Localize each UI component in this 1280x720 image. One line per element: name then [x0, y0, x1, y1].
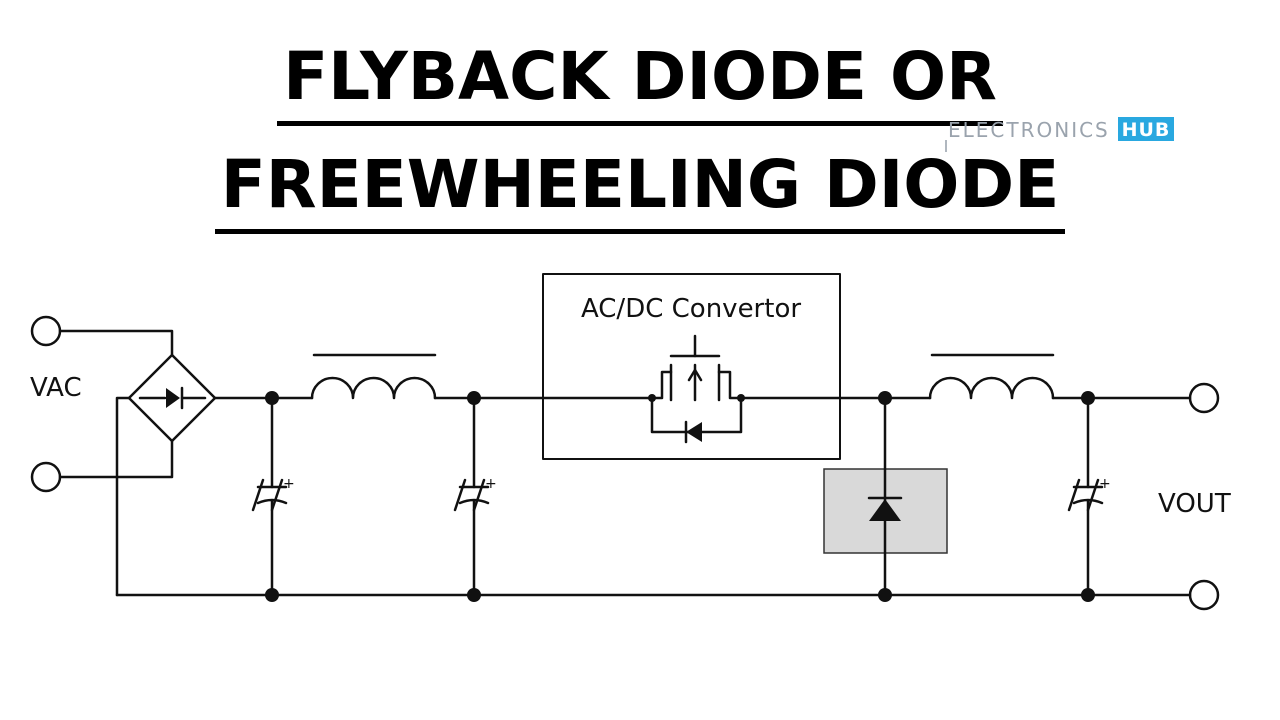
- converter-label: AC/DC Convertor: [581, 294, 801, 324]
- cap2-polarity: +: [485, 476, 497, 492]
- cap2-slash-1: [453, 478, 467, 512]
- bridge-diode-icon: [166, 388, 180, 408]
- junction-dot: [467, 391, 481, 405]
- junction-dot: [878, 588, 892, 602]
- freewheeling-diode-icon: [869, 499, 901, 521]
- output-terminal-top: [1188, 382, 1220, 414]
- cap3-polarity: +: [1099, 476, 1111, 492]
- junction-dot: [1081, 391, 1095, 405]
- cap1-polarity: +: [283, 476, 295, 492]
- mosfet-source-lead: [650, 370, 673, 400]
- cap3-slash-2: [1086, 478, 1100, 512]
- logo-badge: [1118, 117, 1174, 141]
- wire-input-bottom: [58, 439, 174, 479]
- page-title-line-1: FLYBACK DIODE OR: [0, 38, 1280, 126]
- electronics-hub-logo: ELECTRONICS HUB: [945, 117, 1174, 152]
- cap1-slash-1: [251, 478, 265, 512]
- input-label: VAC: [30, 373, 82, 403]
- mosfet-drain-lead: [717, 370, 743, 400]
- junction-dot: [737, 394, 745, 402]
- junction-dots: [265, 391, 1095, 602]
- converter-box: [542, 273, 841, 460]
- wire-input-top: [58, 329, 174, 357]
- junction-dot: [265, 588, 279, 602]
- junction-dot: [648, 394, 656, 402]
- title-text-2: FREEWHEELING DIODE: [214, 146, 1066, 234]
- junction-dot: [467, 588, 481, 602]
- output-label: VOUT: [1158, 489, 1231, 519]
- logo-badge-text: HUB: [1122, 119, 1171, 141]
- junction-dot: [1081, 588, 1095, 602]
- title-text-1: FLYBACK DIODE OR: [277, 38, 1003, 126]
- junction-dot: [265, 391, 279, 405]
- body-diode-icon: [686, 422, 702, 442]
- input-terminal-top: [30, 315, 62, 347]
- cap3-slash-1: [1067, 478, 1081, 512]
- junction-dot: [878, 391, 892, 405]
- bridge-rectifier: [127, 353, 217, 443]
- cap2-slash-2: [472, 478, 486, 512]
- logo-text: ELECTRONICS: [948, 118, 1110, 142]
- output-terminal-bottom: [1188, 579, 1220, 611]
- mosfet-arrow: [687, 368, 703, 382]
- page-title-line-2: FREEWHEELING DIODE: [0, 146, 1280, 234]
- input-terminal-bottom: [30, 461, 62, 493]
- wire-bridge-negative: [115, 396, 131, 597]
- cap1-slash-2: [270, 478, 284, 512]
- output-inductor: [928, 376, 1055, 400]
- input-inductor: [310, 376, 437, 400]
